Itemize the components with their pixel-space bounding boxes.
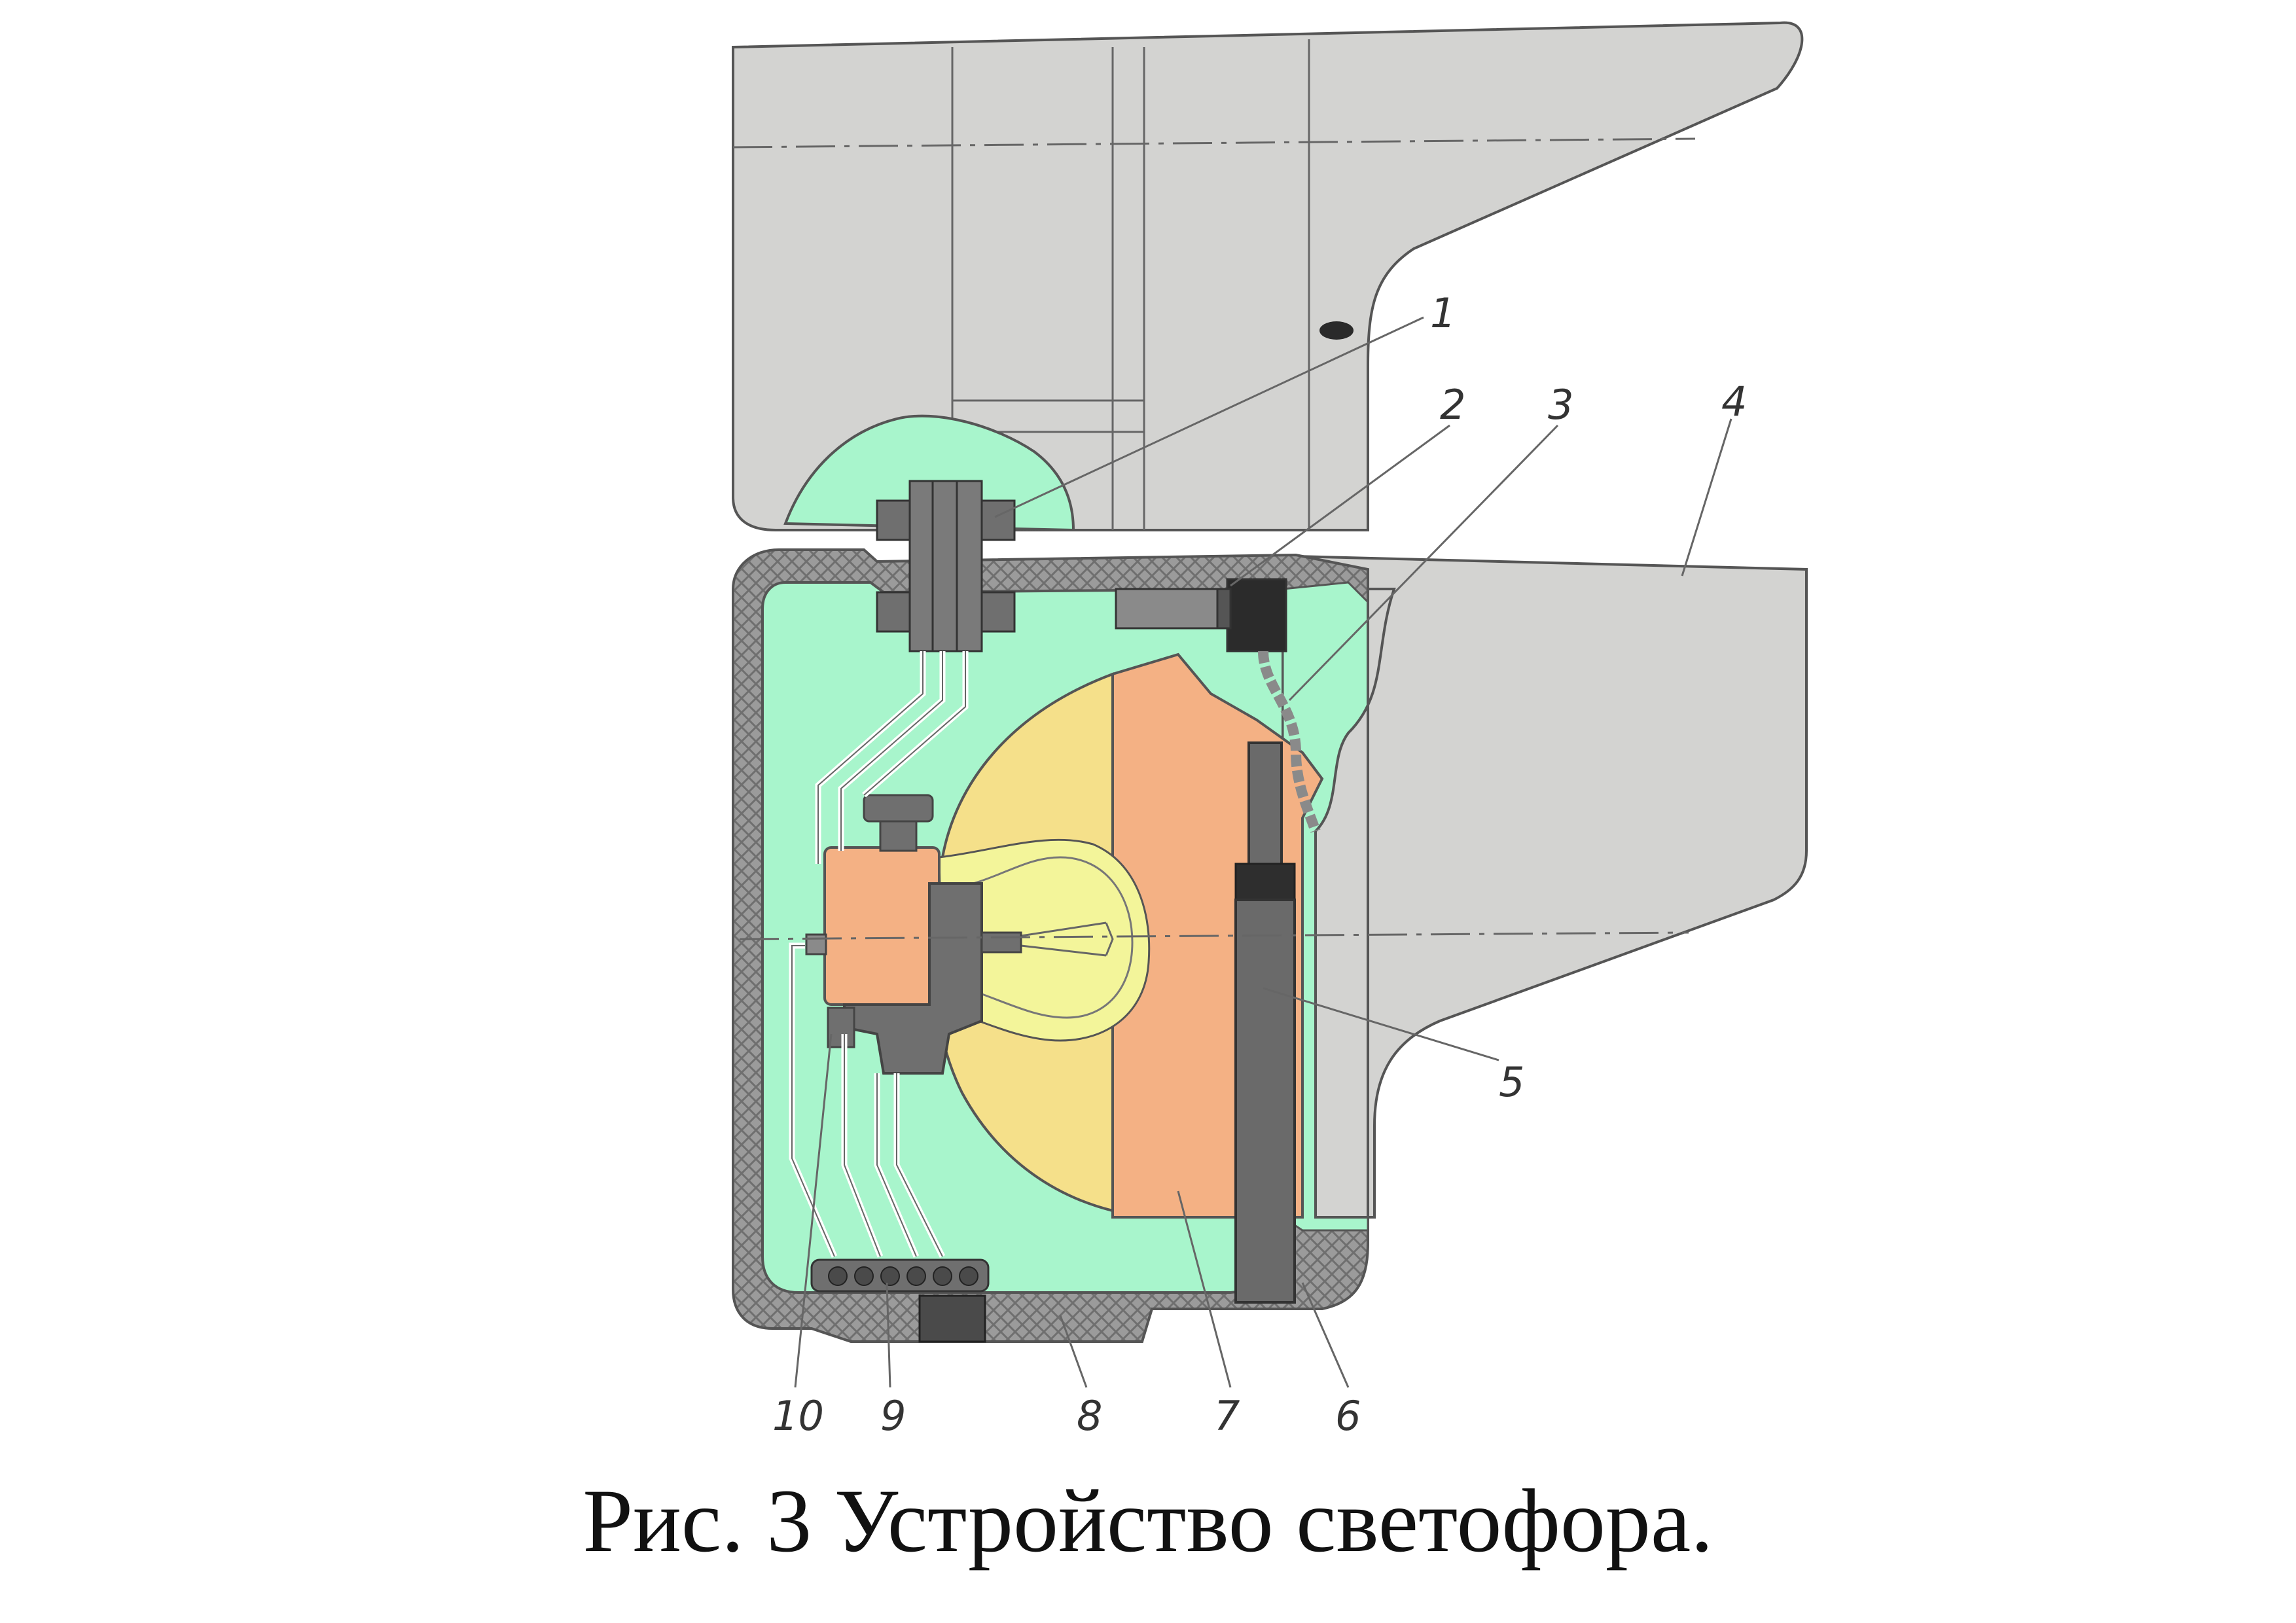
connector-block xyxy=(1115,578,1287,652)
lamp-socket-body xyxy=(823,846,941,1006)
mount-hole-upper xyxy=(1319,321,1354,340)
base-plug xyxy=(918,1294,986,1343)
callout-2: 2 xyxy=(1440,381,1465,429)
bulb-glow xyxy=(938,838,1151,1042)
bulb-filament xyxy=(1020,921,1114,957)
side-body xyxy=(1295,554,1808,1219)
leader-lines xyxy=(794,316,1732,1388)
callout-1: 1 xyxy=(1430,289,1456,337)
center-axis-line xyxy=(739,931,1689,940)
callout-6: 6 xyxy=(1335,1392,1361,1440)
socket-contact xyxy=(805,933,827,955)
socket-terminal xyxy=(980,931,1022,954)
callout-4: 4 xyxy=(1721,378,1747,425)
figure-caption: Рис. 3 Устройство светофора. xyxy=(583,1471,1713,1571)
callout-5: 5 xyxy=(1499,1058,1524,1106)
side-body-overlap xyxy=(1314,588,1396,1219)
upper-visor xyxy=(732,21,1804,531)
socket-knob-cap xyxy=(863,794,934,823)
base-terminal-screws xyxy=(828,1266,978,1286)
terminal-block xyxy=(876,480,1016,652)
callout-9: 9 xyxy=(880,1392,906,1440)
socket-knob-stem xyxy=(879,817,918,852)
callout-3: 3 xyxy=(1548,381,1573,429)
filter-bar-cap xyxy=(1234,863,1296,904)
callout-8: 8 xyxy=(1077,1392,1102,1440)
socket-lower-clip xyxy=(827,1007,855,1048)
lamp-holder xyxy=(843,882,983,1075)
bulb-glass xyxy=(941,856,1134,1019)
cable-chain xyxy=(1258,651,1321,833)
filter-bar-lower xyxy=(1234,899,1296,1304)
callout-10: 10 xyxy=(772,1392,824,1440)
callout-7: 7 xyxy=(1214,1392,1240,1440)
filter-bar-upper xyxy=(1247,741,1283,875)
